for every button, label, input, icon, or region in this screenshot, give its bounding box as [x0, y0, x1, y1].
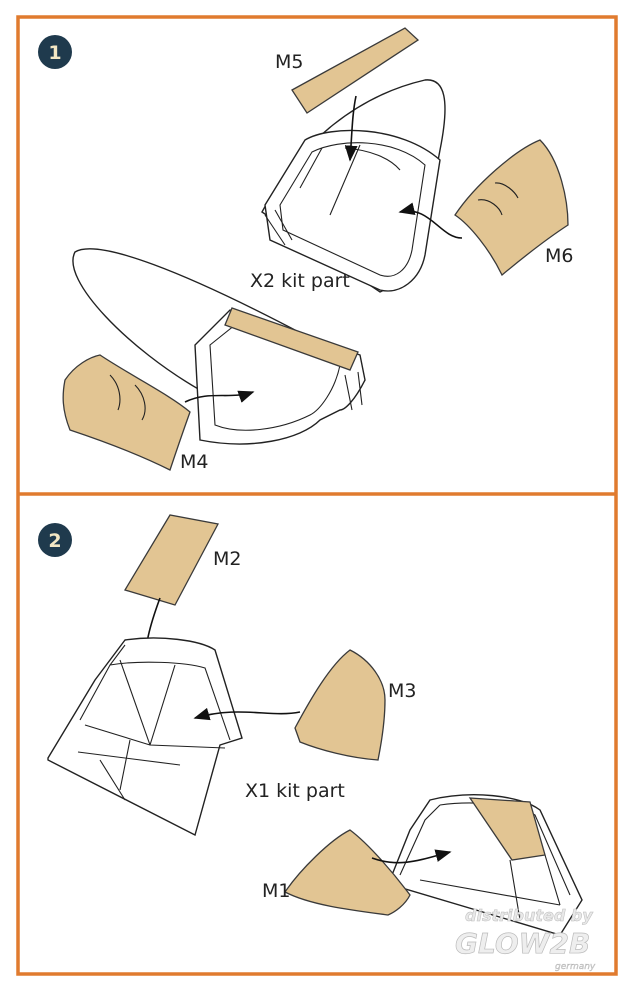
- label-m4: M4: [180, 451, 208, 473]
- label-x1-kit-part: X1 kit part: [245, 780, 345, 802]
- label-x2-kit-part: X2 kit part: [250, 270, 350, 292]
- mask-m4: [62, 354, 191, 471]
- label-m1: M1: [262, 880, 290, 902]
- mask-m3: [294, 649, 386, 761]
- mask-m1: [284, 829, 411, 916]
- step-number: 1: [48, 42, 61, 64]
- arrow-m4: [184, 390, 255, 403]
- mask-m5: [291, 27, 420, 114]
- watermark-logo: GLOW2B: [455, 927, 590, 960]
- mask-m6: [454, 139, 569, 277]
- step-1: 1 M5 M6 X2 kit part M4: [38, 27, 573, 473]
- mask-m2: [124, 514, 219, 606]
- distributor-watermark: distributed by GLOW2B germany: [455, 906, 596, 972]
- watermark-line1: distributed by: [465, 906, 593, 925]
- step-badge: [38, 35, 72, 69]
- arrow-m3: [193, 707, 301, 721]
- mask-strip-small: [468, 797, 546, 861]
- step-2: 2 M2 M3 X1 kit part M1: [38, 514, 583, 936]
- label-m3: M3: [388, 680, 416, 702]
- step-number: 2: [48, 530, 61, 552]
- x2-canopy-upper: [261, 79, 446, 293]
- label-m6: M6: [545, 245, 573, 267]
- x1-canopy: [47, 637, 243, 837]
- arrow-m5: [344, 95, 358, 162]
- label-m5: M5: [275, 51, 303, 73]
- mask-strip-top: [224, 307, 359, 371]
- step-badge: [38, 523, 72, 557]
- arrow-m1: [371, 849, 452, 864]
- arrow-m6: [398, 202, 463, 239]
- watermark-line3: germany: [555, 962, 596, 972]
- label-m2: M2: [213, 548, 241, 570]
- x1-canopy-small: [389, 794, 583, 936]
